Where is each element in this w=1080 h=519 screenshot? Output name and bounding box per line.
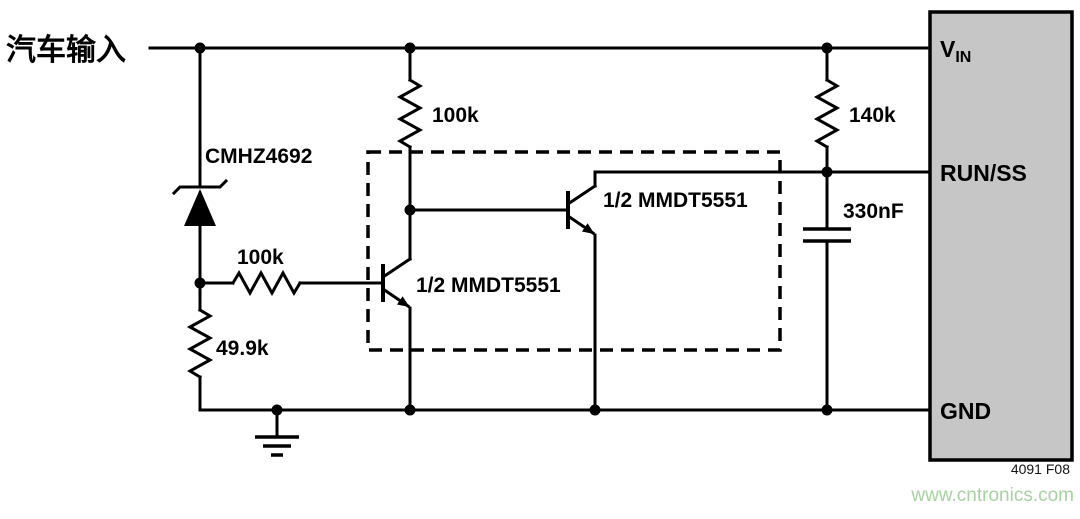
transistor-q1-label: 1/2 MMDT5551 — [416, 274, 561, 297]
transistor-q2-label: 1/2 MMDT5551 — [603, 189, 748, 212]
zener-diode — [171, 46, 229, 285]
resistor-100k-base-label: 100k — [237, 246, 284, 269]
capacitor-330nf — [803, 170, 851, 412]
resistor-140k — [813, 46, 841, 174]
resistor-100k-collector-label: 100k — [432, 104, 479, 127]
resistor-100k-collector — [396, 46, 424, 212]
figure-reference: 4091 F08 — [1011, 461, 1070, 477]
ic-pin-vin: VIN — [940, 36, 971, 66]
transistor-q1 — [380, 208, 413, 412]
ic-pin-vin-main: V — [940, 36, 956, 62]
dual-transistor-package-outline — [366, 150, 782, 352]
ic-pin-runss: RUN/SS — [940, 160, 1027, 186]
capacitor-330nf-label: 330nF — [843, 200, 904, 223]
transistor-q2 — [408, 170, 598, 412]
junction-dots — [194, 42, 833, 416]
resistor-100k-base — [198, 269, 385, 297]
automotive-input-label: 汽车输入 — [6, 33, 126, 67]
ic-pin-vin-sub: IN — [955, 49, 971, 66]
ic-block: VIN RUN/SS GND — [928, 10, 1074, 462]
ic-pin-gnd: GND — [940, 398, 991, 424]
site-watermark: www.cntronics.com — [910, 485, 1074, 506]
earth-ground-symbol — [255, 408, 299, 457]
zener-label: CMHZ4692 — [205, 145, 312, 168]
resistor-140k-label: 140k — [849, 104, 896, 127]
resistor-49k9 — [186, 281, 214, 412]
resistor-49k9-label: 49.9k — [216, 337, 269, 360]
